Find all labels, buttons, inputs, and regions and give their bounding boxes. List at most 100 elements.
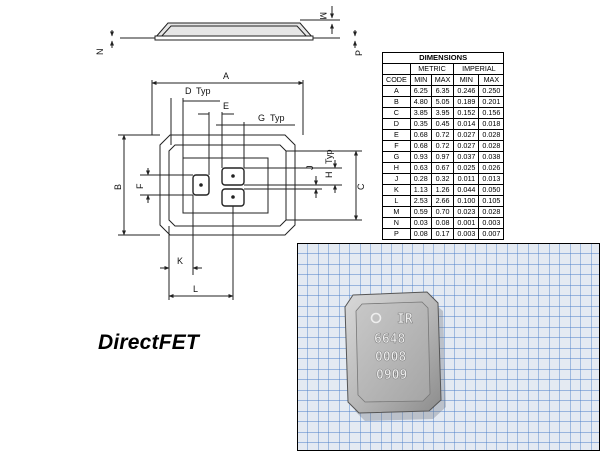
label-n: N	[95, 49, 105, 56]
label-b: B	[113, 184, 123, 190]
dimension-value: 0.93	[409, 151, 432, 163]
dimension-value: 0.013	[478, 173, 505, 185]
dimensions-table: DIMENSIONS METRIC IMPERIAL CODE MIN MAX …	[381, 52, 505, 240]
dimension-value: 0.08	[409, 228, 432, 240]
label-h: H	[324, 172, 334, 179]
label-l: L	[193, 284, 198, 294]
dimension-value: 0.45	[430, 118, 455, 130]
dimension-value: 0.014	[453, 118, 480, 130]
pin1-marker-icon	[370, 312, 382, 324]
chip-line-3: 0909	[376, 368, 407, 383]
label-d: D	[185, 86, 192, 96]
dimension-value: 0.189	[453, 96, 480, 108]
dimension-value: 0.246	[453, 85, 480, 97]
label-g: G	[258, 113, 265, 123]
label-c: C	[356, 183, 366, 190]
dimension-value: 0.050	[478, 184, 505, 196]
dimension-code: E	[382, 129, 411, 141]
dimension-value: 1.26	[430, 184, 455, 196]
package-name-caption: DirectFET	[98, 331, 199, 354]
col-header-metric-max: MAX	[430, 74, 455, 86]
label-j: J	[305, 166, 315, 171]
table-corner-cell	[382, 63, 411, 75]
dimension-value: 0.250	[478, 85, 505, 97]
chip-marking: IR 6648 0008 0909	[374, 312, 413, 384]
dimension-code: M	[382, 206, 411, 218]
dimension-code: B	[382, 96, 411, 108]
side-profile-view	[110, 6, 357, 48]
dimension-value: 1.13	[409, 184, 432, 196]
dimension-value: 0.152	[453, 107, 480, 119]
dimension-value: 0.68	[409, 140, 432, 152]
dimension-code: K	[382, 184, 411, 196]
dimension-code: N	[382, 217, 411, 229]
label-h-typ: Typ	[324, 149, 334, 164]
dimension-value: 0.038	[478, 151, 505, 163]
dimension-value: 0.027	[453, 140, 480, 152]
chip-line-2: 0008	[375, 350, 406, 365]
dimension-value: 0.105	[478, 195, 505, 207]
dimension-value: 3.95	[430, 107, 455, 119]
dimension-value: 0.201	[478, 96, 505, 108]
dimension-code: L	[382, 195, 411, 207]
dimension-value: 0.100	[453, 195, 480, 207]
dimension-value: 6.35	[430, 85, 455, 97]
dimension-value: 0.67	[430, 162, 455, 174]
table-title: DIMENSIONS	[381, 52, 505, 64]
col-header-imperial-max: MAX	[478, 74, 505, 86]
dimension-value: 0.72	[430, 129, 455, 141]
dimension-value: 6.25	[409, 85, 432, 97]
dimension-code: P	[382, 228, 411, 240]
dimension-value: 0.003	[478, 217, 505, 229]
dimension-value: 0.63	[409, 162, 432, 174]
dimension-value: 2.66	[430, 195, 455, 207]
dimension-code: G	[382, 151, 411, 163]
dimension-value: 0.007	[478, 228, 505, 240]
package-photo: IR 6648 0008 0909	[297, 243, 600, 451]
dimension-value: 0.17	[430, 228, 455, 240]
dimension-code: C	[382, 107, 411, 119]
chip-line-1: 6648	[374, 332, 405, 347]
dimension-value: 0.08	[430, 217, 455, 229]
dimension-value: 0.35	[409, 118, 432, 130]
label-a: A	[223, 71, 229, 81]
dimension-value: 0.59	[409, 206, 432, 218]
dimension-value: 0.026	[478, 162, 505, 174]
group-header-imperial: IMPERIAL	[453, 63, 505, 75]
dimension-code: F	[382, 140, 411, 152]
dimension-value: 0.018	[478, 118, 505, 130]
dimension-code: J	[382, 173, 411, 185]
dimension-value: 0.001	[453, 217, 480, 229]
dimension-value: 0.023	[453, 206, 480, 218]
label-g-typ: Typ	[270, 113, 285, 123]
dimension-code: A	[382, 85, 411, 97]
dimension-value: 5.05	[430, 96, 455, 108]
label-d-typ: Typ	[196, 86, 211, 96]
dimension-code: H	[382, 162, 411, 174]
dimension-value: 4.80	[409, 96, 432, 108]
dimension-value: 0.003	[453, 228, 480, 240]
chip-logo-text: IR	[397, 312, 413, 327]
dimension-value: 0.028	[478, 140, 505, 152]
label-e: E	[223, 101, 229, 111]
dimension-value: 0.011	[453, 173, 480, 185]
dimension-value: 0.03	[409, 217, 432, 229]
dimension-code: D	[382, 118, 411, 130]
dimension-value: 0.28	[409, 173, 432, 185]
dimension-value: 0.028	[478, 206, 505, 218]
dimension-value: 0.32	[430, 173, 455, 185]
